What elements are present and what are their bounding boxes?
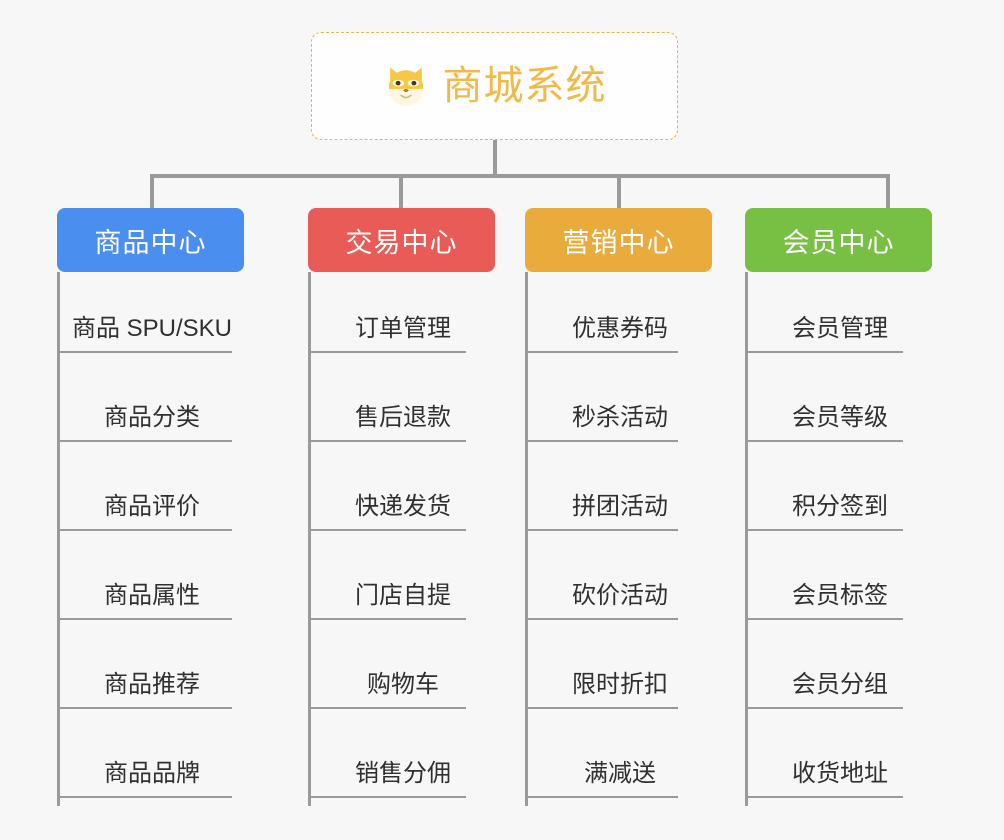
list-item-underline — [311, 618, 466, 620]
root-node-shop-system[interactable]: 商城系统 — [311, 32, 678, 140]
list-item-label: 会员管理 — [792, 314, 888, 342]
branch-body-marketing-center: 优惠券码 秒杀活动 拼团活动 砍价活动 限时折扣 — [525, 272, 712, 806]
list-item[interactable]: 商品 SPU/SKU — [57, 272, 244, 361]
list-item[interactable]: 快递发货 — [308, 450, 495, 539]
branch-header-marketing-center[interactable]: 营销中心 — [525, 208, 712, 272]
list-item[interactable]: 购物车 — [308, 628, 495, 717]
list-item-label: 会员等级 — [792, 403, 888, 431]
list-item-underline — [311, 440, 466, 442]
list-item-underline — [748, 618, 903, 620]
list-item-label: 商品品牌 — [104, 759, 200, 787]
list-item-underline — [748, 529, 903, 531]
list-item-label: 会员分组 — [792, 670, 888, 698]
connector-branch-drop-1 — [150, 174, 154, 210]
root-title: 商城系统 — [442, 64, 607, 108]
list-item-label: 砍价活动 — [572, 581, 668, 609]
list-item-underline — [60, 440, 232, 442]
list-item[interactable]: 积分签到 — [745, 450, 932, 539]
list-item[interactable]: 秒杀活动 — [525, 361, 712, 450]
connector-branch-drop-4 — [886, 174, 890, 210]
list-item[interactable]: 会员分组 — [745, 628, 932, 717]
list-item-underline — [748, 707, 903, 709]
list-item-underline — [528, 529, 678, 531]
list-item-label: 商品推荐 — [104, 670, 200, 698]
list-item[interactable]: 售后退款 — [308, 361, 495, 450]
list-item[interactable]: 商品分类 — [57, 361, 244, 450]
list-item-label: 订单管理 — [355, 314, 451, 342]
list-item-label: 商品 SPU/SKU — [71, 314, 233, 342]
branch-column-member-center: 会员中心 会员管理 会员等级 积分签到 会员标签 — [745, 208, 932, 806]
list-item-underline — [748, 351, 903, 353]
connector-root-stem — [493, 140, 497, 178]
list-item-label: 秒杀活动 — [572, 403, 668, 431]
list-item[interactable]: 砍价活动 — [525, 539, 712, 628]
branch-body-member-center: 会员管理 会员等级 积分签到 会员标签 会员分组 — [745, 272, 932, 806]
branch-trunk-line — [525, 272, 528, 806]
list-item-label: 售后退款 — [355, 403, 451, 431]
list-item-underline — [60, 707, 232, 709]
list-item-label: 收货地址 — [792, 759, 888, 787]
branch-body-product-center: 商品 SPU/SKU 商品分类 商品评价 商品属性 商品推荐 — [57, 272, 244, 806]
list-item[interactable]: 满减送 — [525, 717, 712, 806]
list-item-underline — [311, 707, 466, 709]
list-item-label: 拼团活动 — [572, 492, 668, 520]
branch-header-member-center[interactable]: 会员中心 — [745, 208, 932, 272]
list-item[interactable]: 优惠券码 — [525, 272, 712, 361]
list-item[interactable]: 拼团活动 — [525, 450, 712, 539]
list-item-underline — [60, 529, 232, 531]
list-item-label: 商品评价 — [104, 492, 200, 520]
list-item-underline — [311, 351, 466, 353]
list-item[interactable]: 会员标签 — [745, 539, 932, 628]
list-item[interactable]: 销售分佣 — [308, 717, 495, 806]
list-item[interactable]: 会员管理 — [745, 272, 932, 361]
list-item-label: 门店自提 — [355, 581, 451, 609]
connector-branch-drop-3 — [617, 174, 621, 210]
list-item-underline — [60, 796, 232, 798]
list-item-underline — [528, 618, 678, 620]
branch-trunk-line — [745, 272, 748, 806]
list-item-label: 商品属性 — [104, 581, 200, 609]
branch-header-product-center[interactable]: 商品中心 — [57, 208, 244, 272]
list-item-label: 购物车 — [367, 670, 439, 698]
branch-column-product-center: 商品中心 商品 SPU/SKU 商品分类 商品评价 商品属性 — [57, 208, 244, 806]
branch-header-trade-center[interactable]: 交易中心 — [308, 208, 495, 272]
connector-horizontal-bus — [150, 174, 890, 178]
list-item[interactable]: 商品评价 — [57, 450, 244, 539]
list-item-label: 积分签到 — [792, 492, 888, 520]
list-item-underline — [528, 351, 678, 353]
branch-trunk-line — [308, 272, 311, 806]
list-item-label: 满减送 — [584, 759, 656, 787]
list-item-underline — [528, 440, 678, 442]
list-item[interactable]: 商品属性 — [57, 539, 244, 628]
list-item-underline — [311, 796, 466, 798]
list-item-underline — [528, 796, 678, 798]
list-item-label: 商品分类 — [104, 403, 200, 431]
list-item[interactable]: 商品品牌 — [57, 717, 244, 806]
list-item-underline — [748, 440, 903, 442]
list-item[interactable]: 门店自提 — [308, 539, 495, 628]
branch-column-marketing-center: 营销中心 优惠券码 秒杀活动 拼团活动 砍价活动 — [525, 208, 712, 806]
list-item-label: 限时折扣 — [572, 670, 668, 698]
list-item-label: 会员标签 — [792, 581, 888, 609]
list-item-underline — [311, 529, 466, 531]
list-item[interactable]: 订单管理 — [308, 272, 495, 361]
branch-trunk-line — [57, 272, 60, 806]
list-item-label: 销售分佣 — [355, 759, 451, 787]
list-item[interactable]: 商品推荐 — [57, 628, 244, 717]
shiba-dog-face-icon — [388, 67, 423, 107]
list-item[interactable]: 限时折扣 — [525, 628, 712, 717]
connector-branch-drop-2 — [399, 174, 403, 210]
list-item-underline — [528, 707, 678, 709]
branch-column-trade-center: 交易中心 订单管理 售后退款 快递发货 门店自提 — [308, 208, 495, 806]
list-item-underline — [60, 618, 232, 620]
list-item-label: 快递发货 — [355, 492, 451, 520]
list-item[interactable]: 会员等级 — [745, 361, 932, 450]
branch-body-trade-center: 订单管理 售后退款 快递发货 门店自提 购物车 — [308, 272, 495, 806]
list-item-label: 优惠券码 — [572, 314, 668, 342]
list-item-underline — [60, 351, 232, 353]
list-item-underline — [748, 796, 903, 798]
list-item[interactable]: 收货地址 — [745, 717, 932, 806]
